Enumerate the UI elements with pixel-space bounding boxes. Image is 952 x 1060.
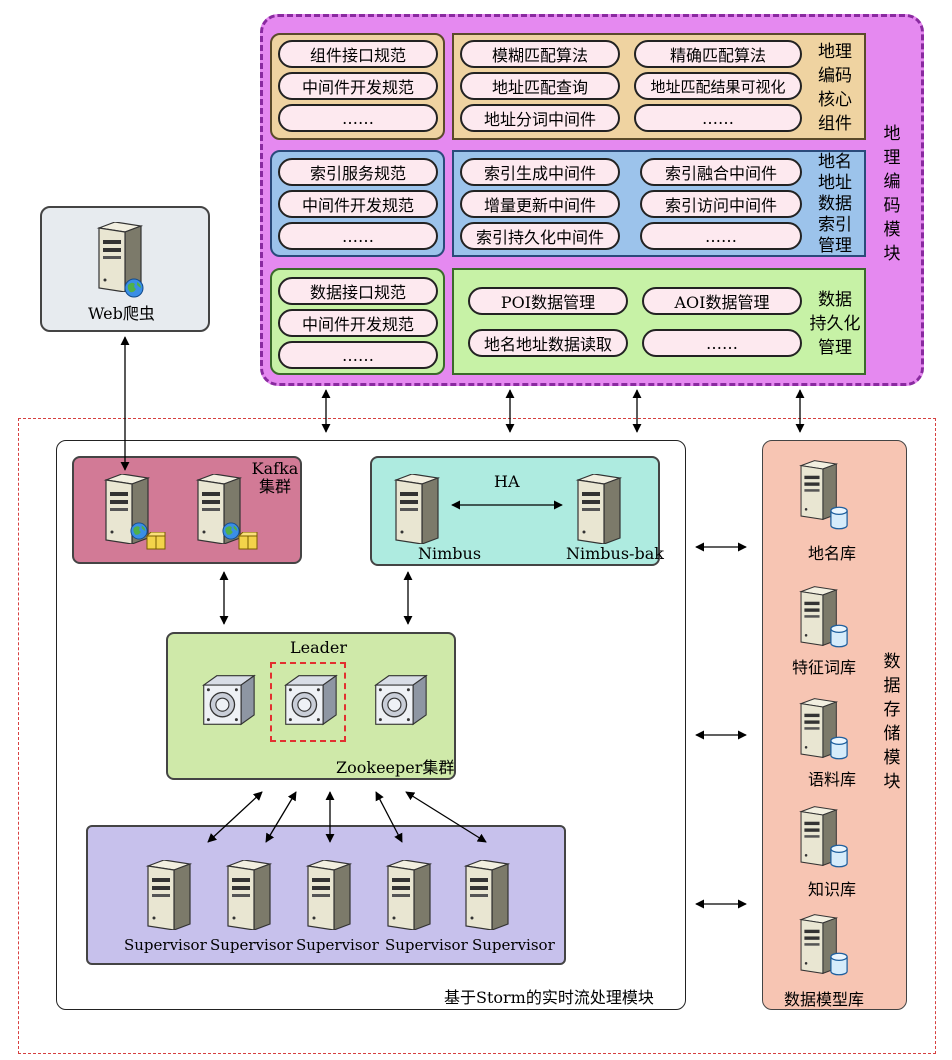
supervisor-label-4: Supervisor	[385, 936, 468, 954]
geocoding-module-title: 地 理 编 码 模 块	[883, 124, 901, 264]
index-spec-service: 索引服务规范	[278, 158, 438, 186]
index-label: 地名 地址 数据 索引 管理	[818, 152, 852, 256]
core-exact-match: 精确匹配算法	[634, 40, 802, 68]
index-incremental-update-middleware: 增量更新中间件	[460, 190, 620, 218]
storm-module-label: 基于Storm的实时流处理模块	[444, 988, 654, 1007]
supervisor-server-icon-5	[460, 860, 510, 930]
nimbus-label: Nimbus	[418, 544, 482, 563]
zookeeper-leader-node-icon	[282, 672, 338, 728]
index-spec-more: ……	[278, 222, 438, 250]
database-icon	[830, 736, 848, 760]
mailbox-icon	[238, 532, 258, 550]
supervisor-label-3: Supervisor	[296, 936, 379, 954]
nimbus-ha-label: HA	[494, 472, 520, 491]
index-persistence-middleware: 索引持久化中间件	[460, 222, 620, 250]
persist-spec-data-interface: 数据接口规范	[278, 277, 438, 305]
mailbox-icon	[146, 532, 166, 550]
supervisor-server-icon-1	[142, 860, 192, 930]
zookeeper-cluster-label: Zookeeper集群	[336, 758, 455, 777]
core-spec-more: ……	[278, 104, 438, 132]
index-spec-middleware-dev: 中间件开发规范	[278, 190, 438, 218]
index-component-more: ……	[640, 222, 802, 250]
persist-component-more: ……	[642, 329, 802, 357]
web-crawler-label: Web爬虫	[88, 304, 155, 323]
database-icon	[830, 952, 848, 976]
leader-highlight	[270, 662, 346, 742]
zookeeper-node-icon-3	[372, 672, 428, 728]
nimbus-bak-server-icon	[572, 474, 622, 544]
index-generation-middleware: 索引生成中间件	[460, 158, 620, 186]
persist-address-read: 地名地址数据读取	[468, 329, 628, 357]
persist-spec-more: ……	[278, 341, 438, 369]
kafka-cluster-label: Kafka 集群	[251, 459, 299, 496]
storage-module-title: 数 据 存 储 模 块	[883, 652, 901, 792]
core-fuzzy-match: 模糊匹配算法	[460, 40, 620, 68]
db-feature-words: 特征词库	[792, 658, 857, 677]
nimbus-bak-label: Nimbus-bak	[566, 544, 664, 563]
storm-outer-dashed-region	[18, 418, 936, 1054]
database-icon	[830, 844, 848, 868]
nimbus-server-icon	[390, 474, 440, 544]
db-place-names: 地名库	[808, 544, 857, 563]
index-fusion-middleware: 索引融合中间件	[640, 158, 802, 186]
core-component-more: ……	[634, 104, 802, 132]
core-segmentation-middleware: 地址分词中间件	[460, 104, 620, 132]
persist-label: 数据 持久化 管理	[809, 290, 861, 358]
supervisor-server-icon-2	[222, 860, 272, 930]
core-spec-component-interface: 组件接口规范	[278, 40, 438, 68]
db-data-models: 数据模型库	[784, 990, 865, 1009]
zookeeper-node-icon-1	[200, 672, 256, 728]
db-knowledge: 知识库	[808, 880, 857, 899]
core-result-visualization: 地址匹配结果可视化	[634, 72, 802, 100]
persist-poi-management: POI数据管理	[468, 287, 628, 315]
core-spec-middleware-dev: 中间件开发规范	[278, 72, 438, 100]
supervisor-label-1: Supervisor	[124, 936, 207, 954]
db-corpus: 语料库	[808, 770, 857, 789]
supervisor-server-icon-3	[302, 860, 352, 930]
globe-icon	[124, 278, 144, 298]
supervisor-label-5: Supervisor	[472, 936, 555, 954]
supervisor-server-icon-4	[382, 860, 432, 930]
core-address-query: 地址匹配查询	[460, 72, 620, 100]
index-access-middleware: 索引访问中间件	[640, 190, 802, 218]
persist-spec-middleware-dev: 中间件开发规范	[278, 309, 438, 337]
zookeeper-leader-label: Leader	[290, 638, 347, 657]
core-label: 地理 编码 核心 组件	[818, 42, 852, 134]
database-icon	[830, 506, 848, 530]
database-icon	[830, 624, 848, 648]
persist-components-panel	[452, 268, 866, 375]
supervisor-label-2: Supervisor	[210, 936, 293, 954]
persist-aoi-management: AOI数据管理	[642, 287, 802, 315]
